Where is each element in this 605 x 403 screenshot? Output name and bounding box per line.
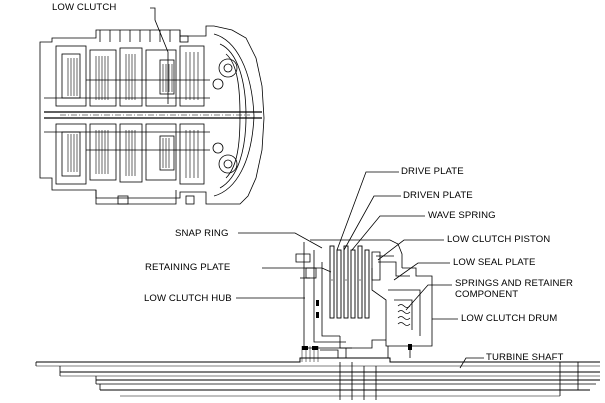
label-driven-plate: DRIVEN PLATE — [403, 190, 473, 201]
label-springs-and-retainer-component: SPRINGS AND RETAINER COMPONENT — [455, 278, 595, 300]
label-turbine-shaft: TURBINE SHAFT — [486, 352, 564, 363]
overview-clutch-packs — [67, 52, 199, 178]
label-retaining-plate: RETAINING PLATE — [145, 262, 231, 273]
label-wave-spring: WAVE SPRING — [428, 210, 496, 221]
label-low-seal-plate: LOW SEAL PLATE — [453, 257, 536, 268]
label-drive-plate: DRIVE PLATE — [401, 166, 464, 177]
leader-lines — [150, 7, 484, 369]
label-low-clutch-piston: LOW CLUTCH PISTON — [447, 234, 551, 245]
label-snap-ring: SNAP RING — [175, 228, 229, 239]
label-springs-and-retainer-line1: SPRINGS AND RETAINER — [455, 278, 574, 289]
label-low-clutch-hub: LOW CLUTCH HUB — [144, 293, 232, 304]
low-clutch-detail-drawing — [35, 239, 600, 400]
label-springs-and-retainer-line2: COMPONENT — [455, 289, 519, 300]
transmission-overview-drawing — [39, 25, 265, 205]
label-low-clutch-drum: LOW CLUTCH DRUM — [461, 313, 558, 324]
label-low-clutch: LOW CLUTCH — [52, 2, 117, 13]
